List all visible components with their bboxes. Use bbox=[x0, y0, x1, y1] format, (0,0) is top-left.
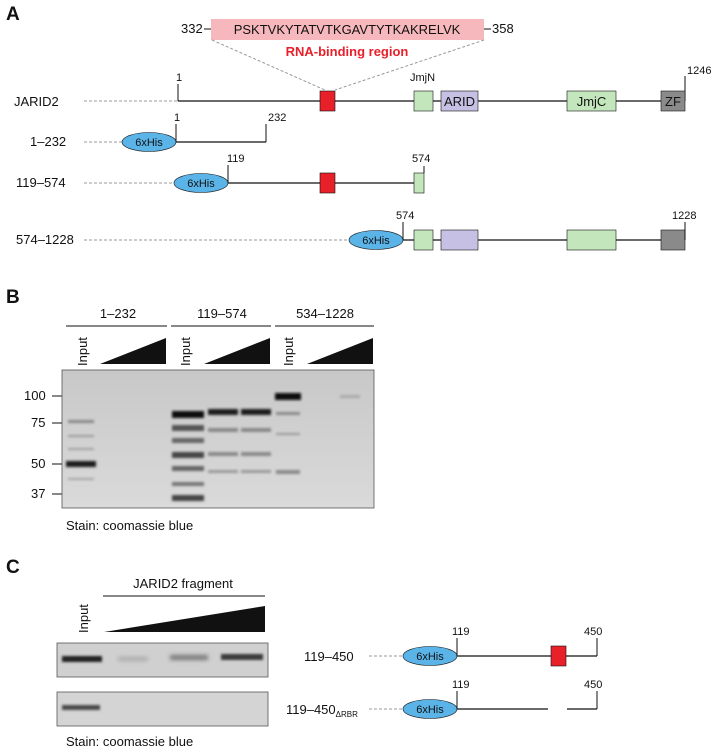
panel-a: A 332 PSKTVKYTATVTKGAVTYTKAKRELVK 358 RN… bbox=[6, 4, 711, 251]
gel-b bbox=[61, 369, 375, 509]
gradient-wedge bbox=[104, 606, 265, 632]
construct-119-574: 119–574 6xHis 119 574 bbox=[16, 153, 430, 194]
rbr-domain bbox=[319, 172, 336, 194]
rna-binding-callout: 332 PSKTVKYTATVTKGAVTYTKAKRELVK 358 RNA-… bbox=[181, 19, 514, 91]
stain-label: Stain: coomassie blue bbox=[66, 518, 193, 533]
jmjc-domain bbox=[566, 90, 617, 112]
panel-c-label: C bbox=[6, 557, 20, 578]
end-residue: 232 bbox=[268, 112, 286, 124]
sequence-end: 358 bbox=[492, 21, 514, 36]
arid-domain bbox=[440, 90, 479, 112]
sequence-box bbox=[211, 19, 484, 40]
end-residue: 574 bbox=[412, 153, 430, 165]
stain-label: Stain: coomassie blue bbox=[66, 734, 193, 749]
start-residue: 119 bbox=[452, 626, 470, 638]
panel-c: C JARID2 fragment Input Stain: coomassie… bbox=[6, 557, 602, 749]
zf-domain bbox=[660, 90, 686, 112]
input-lane-label: Input bbox=[76, 604, 91, 633]
jarid2-fragment-header: JARID2 fragment bbox=[133, 576, 233, 591]
jmjn-domain bbox=[413, 172, 425, 194]
group-label-119-574: 119–574 bbox=[197, 306, 247, 321]
gradient-wedge bbox=[100, 338, 166, 364]
construct-name: 119–450ΔRBR bbox=[286, 702, 358, 719]
rna-binding-region-label: RNA-binding region bbox=[286, 44, 409, 59]
end-residue: 450 bbox=[584, 679, 602, 691]
zf-domain bbox=[660, 229, 686, 251]
marker-75: 75 bbox=[31, 415, 45, 430]
end-residue: 1246 bbox=[687, 65, 711, 77]
gel-c-top bbox=[56, 642, 269, 678]
sequence-start: 332 bbox=[181, 21, 203, 36]
rbr-domain bbox=[550, 645, 567, 667]
group-label-1-232: 1–232 bbox=[100, 306, 136, 321]
gel-c-bottom bbox=[56, 691, 269, 727]
panel-a-label: A bbox=[6, 4, 20, 25]
marker-50: 50 bbox=[31, 456, 45, 471]
his-tag-label: 6xHis bbox=[187, 178, 215, 190]
construct-119-450: 119–450 6xHis 119 450 bbox=[304, 626, 602, 667]
arid-domain bbox=[440, 229, 479, 251]
his-tag-label: 6xHis bbox=[416, 704, 444, 716]
jmjc-label: JmjC bbox=[577, 94, 607, 109]
marker-37: 37 bbox=[31, 486, 45, 501]
zf-label: ZF bbox=[665, 94, 681, 109]
construct-574-1228: 574–1228 6xHis 574 1228 bbox=[16, 210, 696, 251]
end-residue: 1228 bbox=[672, 210, 696, 222]
his-tag-label: 6xHis bbox=[416, 651, 444, 663]
panel-b: B 1–232 119–574 534–1228 Input Input Inp… bbox=[6, 287, 375, 533]
input-lane-label: Input bbox=[75, 337, 90, 366]
rbr-domain bbox=[319, 90, 336, 112]
jmjn-domain bbox=[413, 90, 434, 112]
start-residue: 574 bbox=[396, 210, 414, 222]
group-label-534-1228: 534–1228 bbox=[296, 306, 354, 321]
gradient-wedge bbox=[307, 338, 373, 364]
jmjc-domain bbox=[566, 229, 617, 251]
arid-label: ARID bbox=[444, 94, 475, 109]
construct-name: 1–232 bbox=[30, 134, 66, 149]
construct-name: JARID2 bbox=[14, 94, 59, 109]
his-tag-label: 6xHis bbox=[135, 137, 163, 149]
start-residue: 1 bbox=[176, 72, 182, 84]
panel-b-label: B bbox=[6, 287, 20, 308]
start-residue: 119 bbox=[452, 679, 470, 691]
his-tag-label: 6xHis bbox=[362, 235, 390, 247]
jmjn-domain bbox=[413, 229, 434, 251]
construct-119-450-drbr: 119–450ΔRBR 6xHis 119 450 bbox=[286, 679, 602, 719]
end-residue: 450 bbox=[584, 626, 602, 638]
input-lane-label: Input bbox=[178, 337, 193, 366]
jmjn-label: JmjN bbox=[410, 72, 435, 84]
construct-name: 574–1228 bbox=[16, 232, 74, 247]
gradient-wedge bbox=[204, 338, 270, 364]
construct-subscript: ΔRBR bbox=[336, 710, 358, 719]
input-lane-label: Input bbox=[281, 337, 296, 366]
sequence-text: PSKTVKYTATVTKGAVTYTKAKRELVK bbox=[234, 22, 461, 37]
construct-1-232: 1–232 6xHis 1 232 bbox=[30, 112, 286, 152]
construct-jarid2: JARID2 1 1246 JmjN ARID JmjC ZF bbox=[14, 65, 711, 112]
construct-name: 119–450 bbox=[304, 649, 354, 664]
start-residue: 1 bbox=[174, 112, 180, 124]
start-residue: 119 bbox=[227, 153, 245, 165]
marker-100: 100 bbox=[24, 388, 46, 403]
construct-name: 119–574 bbox=[16, 175, 66, 190]
